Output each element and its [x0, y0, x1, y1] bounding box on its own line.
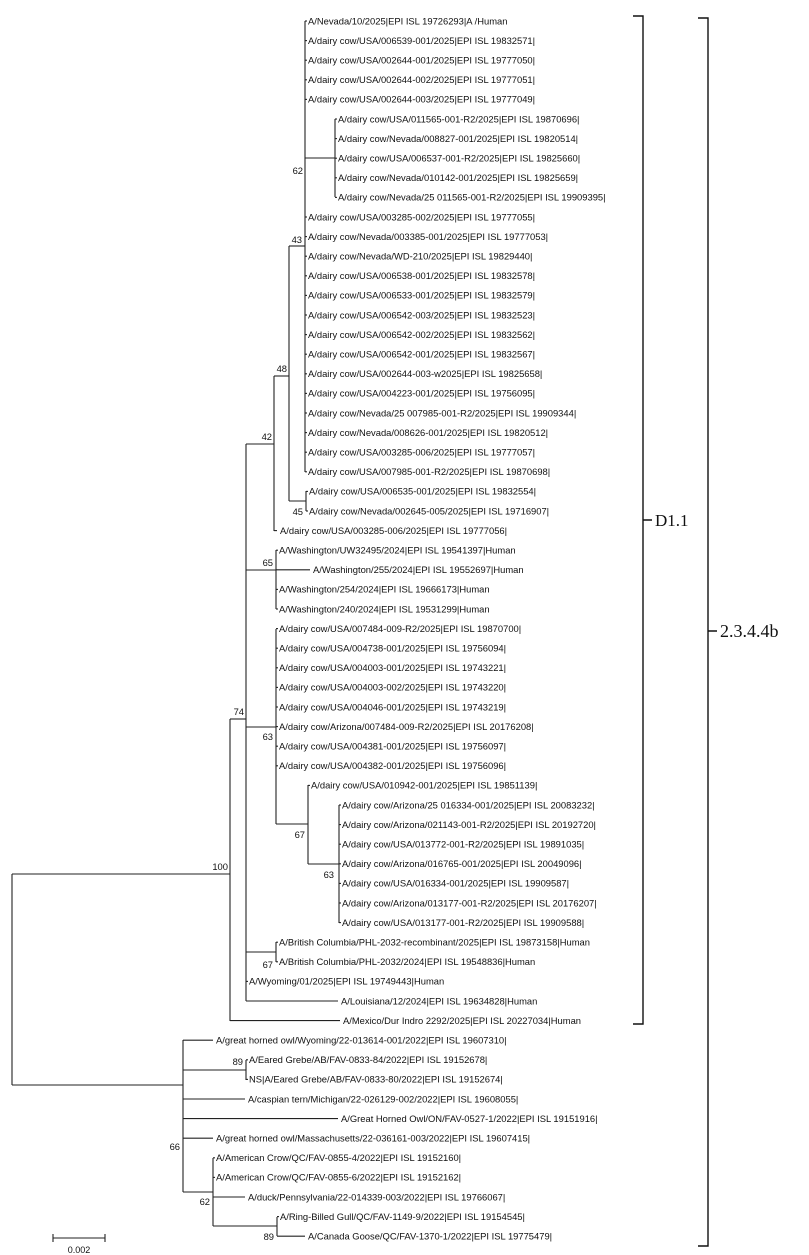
- leaf-label: A/dairy cow/USA/002644-001/2025|EPI ISL …: [308, 55, 535, 66]
- leaf-label: A/dairy cow/Arizona/007484-009-R2/2025|E…: [279, 721, 534, 732]
- leaf-label: A/Great Horned Owl/ON/FAV-0527-1/2022|EP…: [341, 1113, 598, 1124]
- leaf-label: A/dairy cow/Nevada/008626-001/2025|EPI I…: [308, 427, 548, 438]
- leaf-label: A/Washington/240/2024|EPI ISL 19531299|H…: [279, 603, 490, 614]
- leaf-label: A/great horned owl/Massachusetts/22-0361…: [216, 1133, 530, 1144]
- leaf-label: A/Washington/255/2024|EPI ISL 19552697|H…: [313, 564, 524, 575]
- leaf-label: A/Washington/254/2024|EPI ISL 19666173|H…: [279, 584, 490, 595]
- clade-label-d1-1: D1.1: [655, 511, 689, 530]
- leaf-label: A/dairy cow/USA/006537-001-R2/2025|EPI I…: [338, 153, 580, 164]
- leaf-label: A/dairy cow/USA/010942-001/2025|EPI ISL …: [311, 780, 537, 791]
- leaf-label: A/dairy cow/USA/004003-001/2025|EPI ISL …: [279, 662, 506, 673]
- leaf-label: A/dairy cow/Arizona/013177-001-R2/2025|E…: [342, 897, 597, 908]
- leaf-label: A/dairy cow/USA/002644-002/2025|EPI ISL …: [308, 74, 535, 85]
- leaf-label: A/British Columbia/PHL-2032-recombinant/…: [279, 937, 590, 948]
- leaf-label: A/dairy cow/Nevada/008827-001/2025|EPI I…: [338, 133, 578, 144]
- bootstrap-value: 62: [293, 165, 303, 176]
- bootstrap-value: 67: [263, 959, 273, 970]
- bootstrap-value: 67: [295, 829, 305, 840]
- leaf-label: A/dairy cow/USA/004003-002/2025|EPI ISL …: [279, 682, 506, 693]
- leaf-label: A/dairy cow/USA/013177-001-R2/2025|EPI I…: [342, 917, 584, 928]
- leaf-label: A/Nevada/10/2025|EPI ISL 19726293|A /Hum…: [308, 15, 507, 26]
- leaf-label: A/Wyoming/01/2025|EPI ISL 19749443|Human: [249, 976, 444, 987]
- leaf-label: A/dairy cow/USA/004381-001/2025|EPI ISL …: [279, 741, 506, 752]
- leaf-label: A/dairy cow/USA/006542-003/2025|EPI ISL …: [308, 309, 535, 320]
- leaf-label: A/dairy cow/Nevada/003385-001/2025|EPI I…: [308, 231, 548, 242]
- leaf-label: NS|A/Eared Grebe/AB/FAV-0833-80/2022|EPI…: [249, 1074, 503, 1085]
- leaf-label: A/dairy cow/Nevada/WD-210/2025|EPI ISL 1…: [308, 251, 532, 262]
- leaf-label: A/dairy cow/USA/004738-001/2025|EPI ISL …: [279, 643, 506, 654]
- leaf-label: A/dairy cow/Arizona/021143-001-R2/2025|E…: [342, 819, 596, 830]
- leaf-label: A/dairy cow/Nevada/25 011565-001-R2/2025…: [338, 192, 606, 203]
- leaf-label: A/Washington/UW32495/2024|EPI ISL 195413…: [279, 545, 516, 556]
- leaf-label: A/American Crow/QC/FAV-0855-6/2022|EPI I…: [216, 1172, 461, 1183]
- bootstrap-value: 66: [170, 1141, 180, 1152]
- leaf-label: A/great horned owl/Wyoming/22-013614-001…: [216, 1035, 507, 1046]
- leaf-label: A/dairy cow/USA/004046-001/2025|EPI ISL …: [279, 701, 506, 712]
- leaf-label: A/dairy cow/USA/002644-003/2025|EPI ISL …: [308, 94, 535, 105]
- bootstrap-value: 62: [200, 1196, 210, 1207]
- leaf-label: A/British Columbia/PHL-2032/2024|EPI ISL…: [279, 956, 535, 967]
- leaf-label: A/dairy cow/USA/006542-002/2025|EPI ISL …: [308, 329, 535, 340]
- leaf-label: A/dairy cow/USA/006533-001/2025|EPI ISL …: [308, 290, 535, 301]
- leaf-label: A/dairy cow/USA/006538-001/2025|EPI ISL …: [308, 270, 535, 281]
- clade-label-2-3-4-4b: 2.3.4.4b: [720, 621, 779, 641]
- leaf-label: A/dairy cow/USA/016334-001/2025|EPI ISL …: [342, 878, 569, 889]
- bootstrap-value: 42: [262, 431, 272, 442]
- clade-bracket-d1-1: D1.1: [633, 15, 689, 1025]
- leaf-label: A/American Crow/QC/FAV-0855-4/2022|EPI I…: [216, 1152, 461, 1163]
- leaf-label: A/duck/Pennsylvania/22-014339-003/2022|E…: [248, 1191, 505, 1202]
- leaf-label: A/dairy cow/USA/013772-001-R2/2025|EPI I…: [342, 839, 584, 850]
- scale-bar-label: 0.002: [68, 1245, 91, 1255]
- leaf-label: A/Ring-Billed Gull/QC/FAV-1149-9/2022|EP…: [280, 1211, 525, 1222]
- leaf-label: A/dairy cow/USA/004382-001/2025|EPI ISL …: [279, 760, 506, 771]
- leaf-label: A/dairy cow/Arizona/25 016334-001/2025|E…: [342, 799, 595, 810]
- leaf-label: A/dairy cow/Nevada/002645-005/2025|EPI I…: [309, 505, 549, 516]
- bootstrap-value: 100: [212, 861, 228, 872]
- leaf-label: A/dairy cow/Nevada/010142-001/2025|EPI I…: [338, 172, 578, 183]
- bootstrap-value: 65: [263, 557, 273, 568]
- leaf-label: A/dairy cow/USA/006542-001/2025|EPI ISL …: [308, 349, 535, 360]
- leaf-label: A/dairy cow/USA/003285-002/2025|EPI ISL …: [308, 211, 535, 222]
- leaf-label: A/Eared Grebe/AB/FAV-0833-84/2022|EPI IS…: [249, 1054, 487, 1065]
- bootstrap-value: 43: [292, 234, 302, 245]
- leaf-label: A/dairy cow/USA/004223-001/2025|EPI ISL …: [308, 388, 535, 399]
- leaf-label: A/dairy cow/USA/011565-001-R2/2025|EPI I…: [338, 113, 579, 124]
- leaf-label: A/dairy cow/USA/007484-009-R2/2025|EPI I…: [279, 623, 521, 634]
- bootstrap-value: 45: [293, 506, 303, 517]
- leaf-label: A/dairy cow/USA/007985-001-R2/2025|EPI I…: [308, 466, 550, 477]
- leaf-label: A/dairy cow/USA/003285-006/2025|EPI ISL …: [308, 447, 535, 458]
- bootstrap-value: 63: [263, 731, 273, 742]
- leaf-label: A/dairy cow/USA/006539-001/2025|EPI ISL …: [308, 35, 535, 46]
- leaf-label: A/Mexico/Dur Indro 2292/2025|EPI ISL 202…: [343, 1015, 581, 1026]
- clade-bracket-2-3-4-4b: 2.3.4.4b: [698, 17, 779, 1247]
- bootstrap-values: 66 100 74 42 48 43 62 45 65 63 67 63 67 89 62 89: [170, 165, 334, 1242]
- leaf-label: A/Louisiana/12/2024|EPI ISL 19634828|Hum…: [341, 995, 537, 1006]
- bootstrap-value: 74: [234, 706, 244, 717]
- tree-leaf-labels: A/Nevada/10/2025|EPI ISL 19726293|A /Hum…: [216, 15, 606, 1241]
- leaf-label: A/dairy cow/USA/002644-003-w2025|EPI ISL…: [308, 368, 542, 379]
- tree-branches: [11, 20, 341, 1237]
- leaf-label: A/dairy cow/Arizona/016765-001/2025|EPI …: [342, 858, 582, 869]
- leaf-label: A/dairy cow/Nevada/25 007985-001-R2/2025…: [308, 407, 576, 418]
- bootstrap-value: 63: [324, 869, 334, 880]
- leaf-label: A/dairy cow/USA/006535-001/2025|EPI ISL …: [309, 486, 536, 497]
- scale-bar: 0.002: [52, 1234, 106, 1255]
- bootstrap-value: 89: [264, 1231, 274, 1242]
- bootstrap-value: 89: [233, 1056, 243, 1067]
- leaf-label: A/dairy cow/USA/003285-006/2025|EPI ISL …: [280, 525, 507, 536]
- bootstrap-value: 48: [277, 363, 287, 374]
- leaf-label: A/Canada Goose/QC/FAV-1370-1/2022|EPI IS…: [308, 1231, 552, 1242]
- leaf-label: A/caspian tern/Michigan/22-026129-002/20…: [248, 1093, 518, 1104]
